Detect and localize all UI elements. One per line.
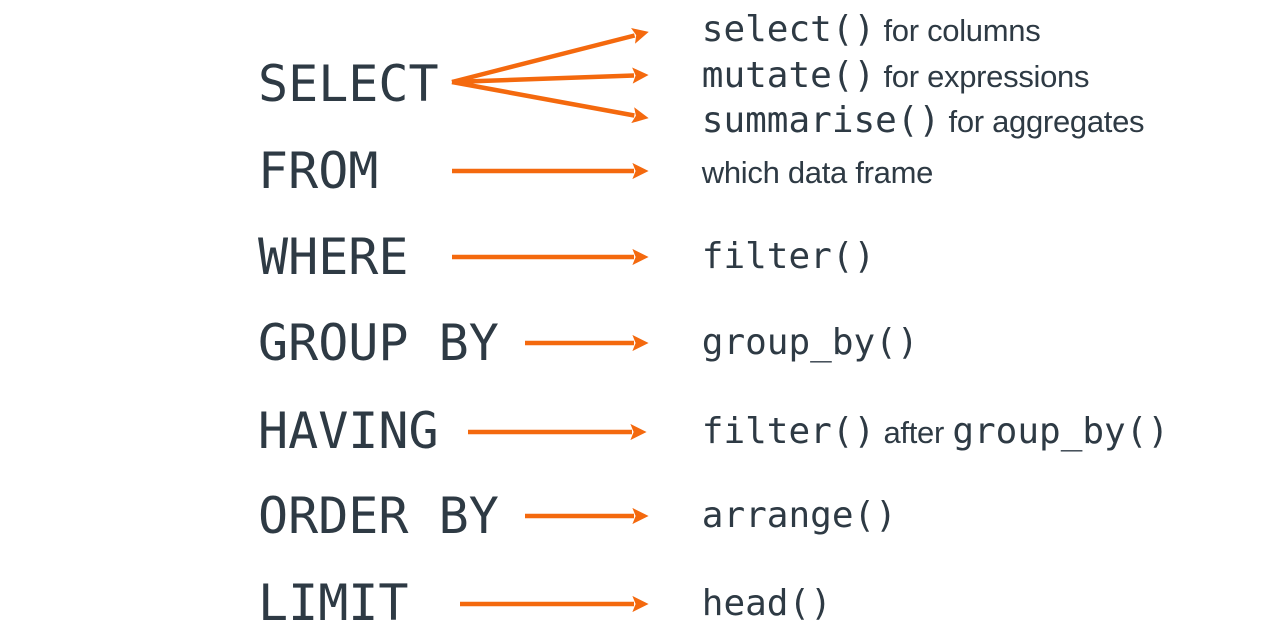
code-text: summarise()	[701, 100, 941, 141]
sql-keyword-limit: LIMIT	[258, 574, 409, 632]
arrow-select-to-summarise	[451, 79, 649, 124]
sql-keyword-having: HAVING	[258, 402, 439, 460]
note-text: for expressions	[875, 59, 1090, 94]
dplyr-target-group-by: group_by()	[684, 309, 919, 377]
sql-keyword-from: FROM	[258, 142, 379, 200]
code-text: filter()	[701, 411, 876, 452]
code-text: group_by()	[952, 411, 1170, 452]
note-text: after	[875, 415, 953, 450]
code-text: arrange()	[701, 495, 897, 536]
note-text: for columns	[875, 13, 1041, 48]
dplyr-target-from: which data frame	[684, 138, 934, 206]
sql-keyword-select: SELECT	[258, 55, 439, 113]
sql-keyword-where: WHERE	[258, 228, 409, 286]
dplyr-target-select: select() for columns	[684, 0, 1041, 64]
sql-keyword-order-by: ORDER BY	[258, 487, 499, 545]
arrow-select-to-select	[451, 28, 649, 85]
dplyr-target-order-by: arrange()	[684, 482, 897, 550]
code-text: select()	[701, 9, 876, 50]
note-text: for aggregates	[940, 104, 1145, 139]
code-text: mutate()	[701, 55, 876, 96]
sql-keyword-group-by: GROUP BY	[258, 314, 499, 372]
note-text: which data frame	[701, 155, 934, 190]
code-text: group_by()	[701, 322, 919, 363]
dplyr-target-limit: head()	[684, 570, 832, 638]
dplyr-target-mutate: mutate() for expressions	[684, 42, 1090, 110]
code-text: head()	[701, 583, 832, 624]
dplyr-target-where: filter()	[684, 223, 875, 291]
dplyr-target-having: filter() after group_by()	[684, 398, 1169, 466]
code-text: filter()	[701, 236, 876, 277]
arrow-select-to-mutate	[451, 67, 649, 85]
dplyr-target-summarise: summarise() for aggregates	[684, 87, 1145, 155]
